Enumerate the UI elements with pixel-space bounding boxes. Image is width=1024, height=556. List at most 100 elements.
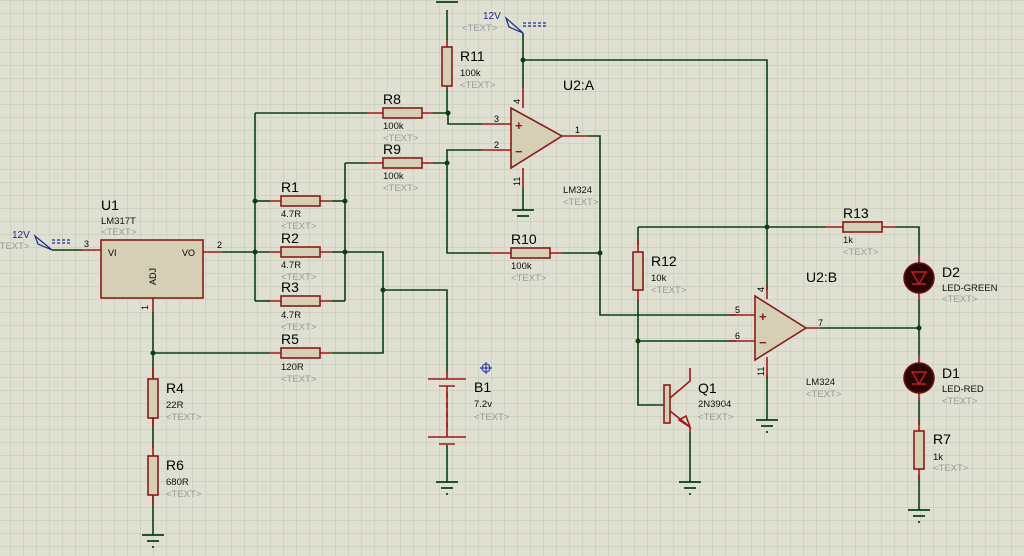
value-label: 2N3904 [698,399,731,410]
wire-sense[interactable] [332,251,384,354]
wire-u2a-out[interactable] [588,135,736,316]
component-r4[interactable]: R4 22R <TEXT> [147,368,202,428]
placeholder-text: <TEXT> [698,412,734,423]
placeholder-text: <TEXT> [281,221,317,232]
junction [342,249,348,255]
wire-battery-pos[interactable] [383,289,448,372]
ref-label: R10 [511,231,537,247]
component-r6[interactable]: R6 680R <TEXT> [147,444,202,505]
value-label: LM324 [563,185,592,196]
pin-name: ADJ [148,268,158,285]
value-label: 4.7R [281,310,301,321]
junction [916,325,922,331]
component-r13[interactable]: R13 1k <TEXT> [826,205,896,258]
power-terminal-top[interactable]: 12V <TEXT> [462,11,546,34]
placeholder-text: <TEXT> [933,463,969,474]
junction [252,198,258,204]
component-u2a[interactable]: U2:A LM324 <TEXT> + − 3 2 1 4 11 [482,77,599,208]
transistor-base-bar [663,384,671,424]
ground-symbols [142,1,930,548]
resistor-body [842,221,883,233]
minus-icon: − [515,144,523,159]
pin-number: 7 [818,318,823,328]
plus-icon: + [515,118,523,133]
wire-r12-q1[interactable] [637,300,664,406]
plus-icon: + [759,309,767,324]
component-b1[interactable]: B1 7.2v <TEXT> [428,372,510,445]
placeholder-text: <TEXT> [383,183,419,194]
placeholder-text: <TEXT> [806,389,842,400]
component-q1[interactable]: Q1 2N3904 <TEXT> [663,368,734,432]
component-r1[interactable]: R1 4.7R <TEXT> [270,179,332,232]
resistor-body [147,455,159,496]
component-r2[interactable]: R2 4.7R <TEXT> [270,230,332,283]
wire-r10-left[interactable] [446,163,490,254]
junction [252,249,258,255]
component-r9[interactable]: R9 100k <TEXT> [367,141,433,194]
component-r11[interactable]: R11 100k <TEXT> [441,40,496,91]
battery-plates [428,436,466,445]
power-terminal-left[interactable]: 12V <TEXT> [0,230,72,252]
ref-label: Q1 [698,380,717,396]
value-label: 1k [933,452,943,463]
ref-label: R7 [933,431,951,447]
junction [444,160,450,166]
component-r3[interactable]: R3 4.7R <TEXT> [270,279,332,333]
placeholder-text: <TEXT> [0,241,30,252]
battery-plates [428,372,466,437]
pin-number: 3 [494,114,499,124]
component-r7[interactable]: R7 1k <TEXT> [913,420,969,480]
placeholder-text: <TEXT> [166,489,202,500]
wire-r9-u2a-minus[interactable] [433,149,482,164]
value-label: 10k [651,273,667,284]
component-r8[interactable]: R8 100k <TEXT> [367,91,433,144]
value-label: LED-GREEN [942,283,998,294]
placeholder-text: <TEXT> [843,247,879,258]
value-label: LM324 [806,377,835,388]
placeholder-text: <TEXT> [460,80,496,91]
junction [764,224,770,230]
pin-number: 11 [512,177,522,186]
power-bus-icon [52,239,72,244]
resistor-body [147,378,159,419]
junction [445,110,451,116]
origin-marker-icon [480,362,492,374]
value-label: LM317T [101,216,136,227]
resistor-body [280,246,321,258]
ref-label: R3 [281,279,299,295]
component-u2b[interactable]: U2:B LM324 <TEXT> + − 5 6 7 4 11 [729,269,842,400]
junction [380,287,386,293]
ref-label: R12 [651,253,677,269]
pin-number: 1 [140,305,150,310]
ground-icon [142,534,164,548]
pin-number: 2 [494,140,499,150]
power-label: 12V [12,230,30,241]
ref-label: R4 [166,380,184,396]
resistor-body [382,107,423,119]
value-label: 100k [511,261,532,272]
component-d1[interactable]: D1 LED-RED <TEXT> [903,355,984,407]
value-label: 4.7R [281,260,301,271]
value-label: 120R [281,362,304,373]
placeholder-text: <TEXT> [474,412,510,423]
resistor-body [913,430,925,470]
value-label: 7.2v [474,399,492,410]
junction [342,198,348,204]
wire-r8-u2a-plus[interactable] [433,112,482,125]
component-r10[interactable]: R10 100k <TEXT> [490,231,562,284]
wire-vcc[interactable] [522,33,768,227]
ref-label: R13 [843,205,869,221]
resistor-body [280,195,321,207]
component-u1[interactable]: U1 LM317T <TEXT> VI VO ADJ 3 2 1 [82,197,222,312]
resistor-body [280,295,321,307]
placeholder-text: <TEXT> [166,412,202,423]
pin-name: VO [182,248,195,258]
placeholder-text: <TEXT> [462,23,498,34]
component-r5[interactable]: R5 120R <TEXT> [270,331,332,385]
ref-label: B1 [474,379,491,395]
component-r12[interactable]: R12 10k <TEXT> [632,240,687,302]
component-d2[interactable]: D2 LED-GREEN <TEXT> [903,255,998,305]
wire-r13-d2[interactable] [896,226,920,255]
pin-name: VI [108,248,117,258]
